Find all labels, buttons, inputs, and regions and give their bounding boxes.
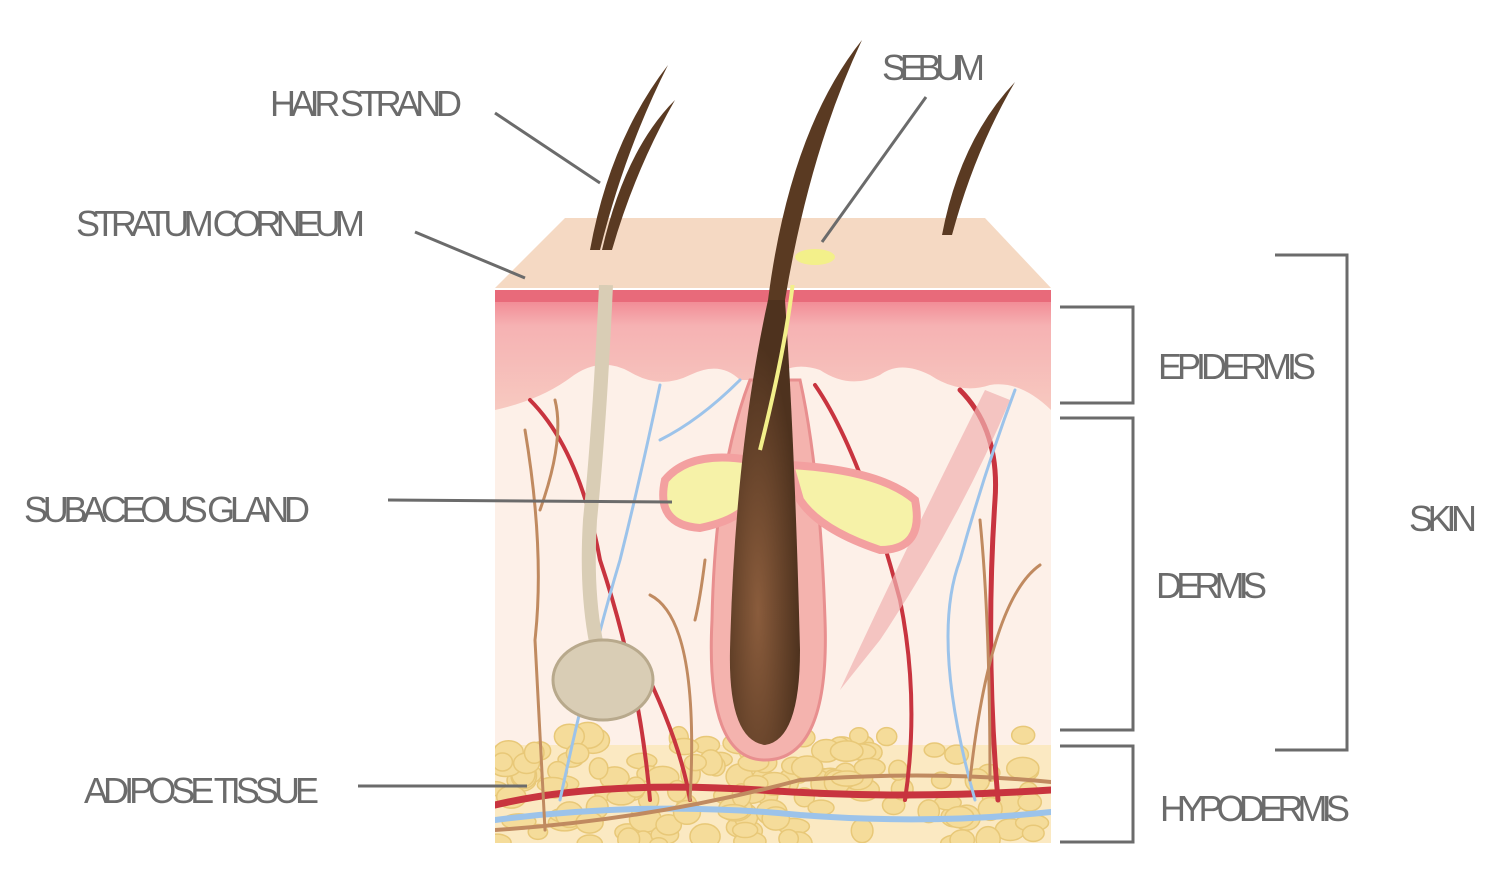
fat-cell (790, 755, 824, 780)
label-sebum: SEBUM (882, 47, 985, 88)
fat-cell (655, 814, 683, 836)
sebum-duct (758, 285, 795, 451)
fat-cell (683, 753, 708, 772)
sebaceous-gland-left (659, 453, 757, 533)
fat-cell (588, 757, 609, 780)
label-epidermis: EPIDERMIS (1158, 346, 1316, 387)
sweat-duct (581, 285, 613, 662)
label-hypodermis: HYPODERMIS (1160, 788, 1350, 829)
fat-cell (689, 823, 721, 843)
vein (495, 805, 1051, 823)
skin-block (495, 40, 1051, 843)
fat-cell (853, 757, 886, 778)
fat-cell (1021, 824, 1045, 843)
sebaceous-gland-right (784, 460, 921, 555)
sebum-drop (795, 249, 835, 265)
fat-cell (576, 834, 604, 843)
sweat-gland (551, 638, 655, 722)
skin-surface (495, 218, 1051, 288)
arrector-pili-muscle (840, 390, 1010, 690)
fat-cell (523, 741, 545, 765)
fat-cell (850, 817, 874, 843)
fat-cell (778, 828, 800, 843)
label-skin: SKIN (1409, 498, 1477, 539)
label-adipose-tissue: ADIPOSE TISSUE (84, 770, 319, 811)
label-hair-strand: HAIR STRAND (270, 83, 462, 124)
fat-cell (923, 742, 946, 758)
adipose-cells (495, 721, 1050, 843)
fat-cell (649, 836, 669, 843)
fat-cell (1010, 725, 1036, 745)
fat-cell (495, 833, 512, 843)
hair-strands (590, 40, 1015, 300)
fat-cell (1017, 792, 1043, 812)
fat-cell (495, 752, 514, 772)
fat-cell (731, 821, 759, 839)
fat-cell (949, 829, 976, 843)
leader-lines (358, 96, 1349, 844)
fat-cell (875, 726, 898, 747)
label-subaceous-gland: SUBACEOUS GLAND (24, 489, 310, 530)
label-dermis: DERMIS (1156, 565, 1267, 606)
hair-root (729, 300, 800, 745)
fat-cell (1005, 756, 1040, 781)
label-stratum-corneum: STRATUM CORNEUM (76, 203, 365, 244)
fat-cell (617, 827, 641, 843)
fat-cell (829, 740, 864, 763)
fat-cell (975, 825, 1001, 843)
